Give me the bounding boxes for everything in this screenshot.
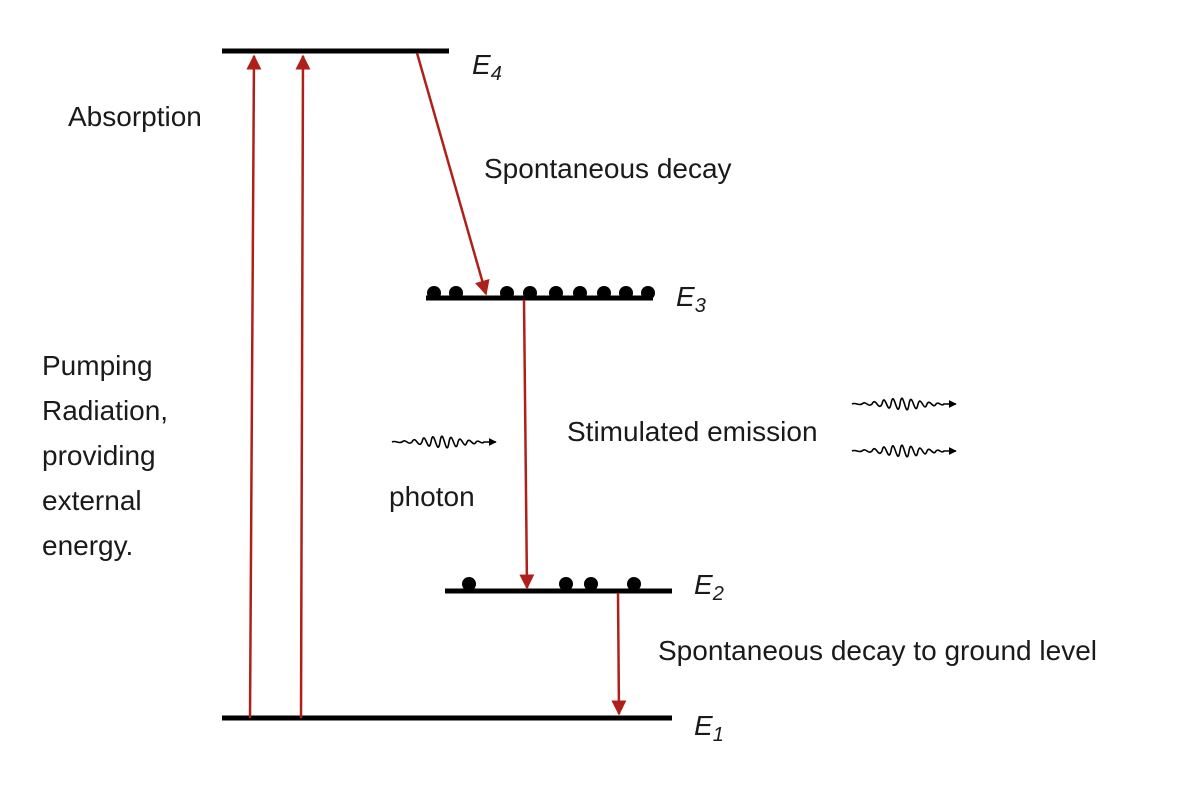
- electron-dot: [619, 286, 633, 300]
- level-e1-label: E1: [694, 710, 724, 746]
- pumping-line: providing: [42, 440, 156, 471]
- absorption-label: Absorption: [68, 101, 202, 132]
- electron-dot: [627, 577, 641, 591]
- spontaneous-decay-label: Spontaneous decay: [484, 153, 732, 184]
- photon-label: photon: [389, 481, 475, 512]
- e3-electrons: [427, 286, 655, 300]
- photon-wave-icon: [851, 397, 957, 411]
- emitted-photon-wave-top: [851, 397, 957, 411]
- electron-dot: [427, 286, 441, 300]
- electron-dot: [449, 286, 463, 300]
- electron-dot: [523, 286, 537, 300]
- level-e2-label: E2: [694, 569, 724, 605]
- electron-dot: [500, 286, 514, 300]
- photon-wave-icon: [391, 435, 497, 449]
- photon-wave-icon: [851, 444, 957, 458]
- electron-dot: [641, 286, 655, 300]
- electron-dot: [597, 286, 611, 300]
- stimulated-emission-arrow: [519, 299, 535, 590]
- pumping-label: Pumping Radiation, providing external en…: [42, 350, 176, 561]
- stimulated-emission-label: Stimulated emission: [567, 416, 818, 447]
- absorption-arrow-left: [246, 54, 262, 719]
- spontaneous-decay-arrow: [415, 52, 490, 296]
- electron-dot: [549, 286, 563, 300]
- electron-dot: [559, 577, 573, 591]
- decay-ground-label: Spontaneous decay to ground level: [658, 635, 1097, 666]
- electron-dot: [462, 577, 476, 591]
- pumping-line: Radiation,: [42, 395, 168, 426]
- pumping-line: Pumping: [42, 350, 153, 381]
- incoming-photon-wave: [391, 435, 497, 449]
- electron-dot: [584, 577, 598, 591]
- decay-ground-arrow: [611, 592, 627, 716]
- pumping-line: external: [42, 485, 142, 516]
- e2-electrons: [462, 577, 641, 591]
- pumping-line: energy.: [42, 530, 133, 561]
- absorption-arrow-right: [295, 54, 311, 719]
- emitted-photon-wave-bottom: [851, 444, 957, 458]
- level-e4-label: E4: [472, 49, 502, 85]
- electron-dot: [573, 286, 587, 300]
- level-e3-label: E3: [676, 281, 706, 317]
